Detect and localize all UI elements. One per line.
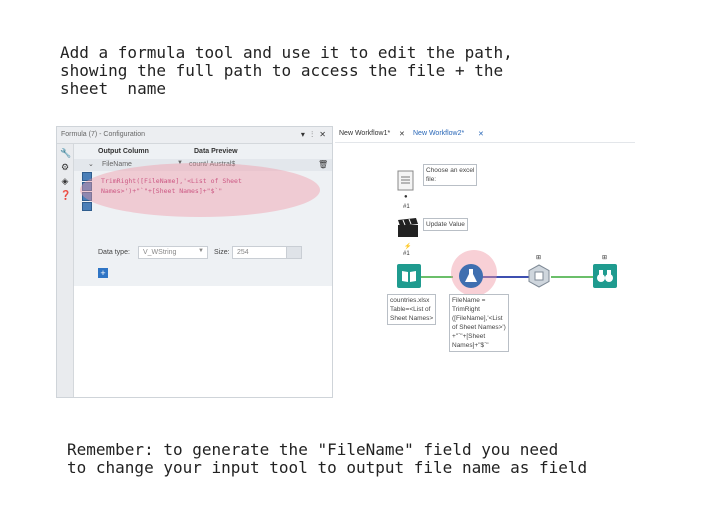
file-icon <box>397 170 414 191</box>
tag-icon: ⊞ <box>602 255 608 261</box>
tab-new-workflow1[interactable]: New Workflow1* <box>339 130 391 137</box>
size-label: Size: <box>214 249 230 256</box>
trash-icon[interactable]: 🗑 <box>318 160 329 169</box>
datatype-select[interactable]: V_WString ▼ <box>138 246 208 259</box>
save-icon[interactable] <box>82 202 92 211</box>
caption-bottom: Remember: to generate the "FileName" fie… <box>67 440 588 477</box>
tool-label-1: #1 <box>403 204 410 210</box>
formula-configuration-panel: Formula (7) - Configuration ▾ ⫶ ✕ 🔧 ⚙ ◈ … <box>56 126 333 398</box>
size-stepper[interactable] <box>286 247 301 258</box>
connector-input-formula <box>421 276 453 278</box>
expression-editor[interactable]: TrimRight([FileName],'<List of Sheet Nam… <box>101 177 242 195</box>
select-icon <box>528 264 550 288</box>
column-headers: Output Column Data Preview <box>74 144 332 158</box>
dropdown-arrow-icon[interactable]: ▼ <box>177 160 183 166</box>
lightning-icon: ⚡ <box>404 244 412 250</box>
folder-icon[interactable] <box>82 192 92 201</box>
action-tool[interactable] <box>397 218 419 243</box>
size-input[interactable]: 254 <box>232 246 302 259</box>
comment-formula-config: FileName = TrimRight ([FileName],'<List … <box>449 294 509 352</box>
connector-select-browse <box>551 276 595 278</box>
tag-icon: ⊞ <box>536 255 542 261</box>
connector-formula-select <box>481 276 529 278</box>
formula-row[interactable]: ⌄ FileName ▼ count/ Austral$ 🗑 <box>74 159 332 171</box>
tool-label-2: #1 <box>403 251 410 257</box>
clapperboard-icon <box>398 218 418 237</box>
flask-icon <box>459 264 483 288</box>
function-icon[interactable] <box>82 172 92 181</box>
datatype-label: Data type: <box>98 249 130 256</box>
help-icon[interactable]: ❓ <box>60 190 72 200</box>
book-icon <box>397 264 421 288</box>
workflow-canvas[interactable] <box>335 142 635 397</box>
size-value: 254 <box>237 249 249 256</box>
output-column-field[interactable]: FileName <box>102 161 132 168</box>
panel-header: Formula (7) - Configuration ▾ ⫶ ✕ <box>57 127 332 144</box>
caption-top: Add a formula tool and use it to edit th… <box>60 43 513 98</box>
close-icon[interactable]: ✕ <box>478 131 484 138</box>
workflow-tabs: New Workflow1* ✕ New Workflow2* ✕ <box>335 126 635 142</box>
panel-window-controls[interactable]: ▾ ⫶ ✕ <box>300 130 328 139</box>
dropdown-arrow-icon[interactable]: ▼ <box>198 248 204 254</box>
datatype-value: V_WString <box>143 249 177 256</box>
add-formula-button[interactable]: + <box>98 268 108 278</box>
tab-new-workflow2[interactable]: New Workflow2* <box>413 130 465 137</box>
comment-input-config: countries.xlsx Table=<List of Sheet Name… <box>387 294 437 325</box>
output-column-header: Output Column <box>98 148 149 155</box>
gear-icon[interactable]: ⚙ <box>60 162 70 172</box>
comment-choose-file: Choose an excel file: <box>423 164 478 186</box>
workflow-area: New Workflow1* ✕ New Workflow2* ✕ Choose… <box>335 126 635 397</box>
formula-tool[interactable] <box>459 264 483 293</box>
browse-tool[interactable] <box>593 264 617 293</box>
input-data-tool[interactable] <box>397 264 421 293</box>
formula-config-area: Output Column Data Preview ⌄ FileName ▼ … <box>74 144 332 286</box>
select-tool[interactable] <box>527 264 551 293</box>
chevron-down-icon[interactable]: ⌄ <box>88 161 94 168</box>
expression-toolbar <box>82 172 92 212</box>
binoculars-icon <box>593 264 617 288</box>
variable-icon[interactable] <box>82 182 92 191</box>
close-icon[interactable]: ✕ <box>399 131 405 138</box>
comment-update-value: Update Value <box>423 218 468 231</box>
tag-icon[interactable]: ◈ <box>61 176 69 186</box>
connection-dot-icon: ● <box>404 194 408 200</box>
data-preview-header: Data Preview <box>194 148 238 155</box>
data-preview-value: count/ Austral$ <box>189 161 236 168</box>
panel-title: Formula (7) - Configuration <box>61 131 146 138</box>
config-side-rail: 🔧 ⚙ ◈ ❓ <box>57 144 74 397</box>
file-browse-tool[interactable] <box>397 170 415 197</box>
wrench-icon[interactable]: 🔧 <box>60 148 72 158</box>
